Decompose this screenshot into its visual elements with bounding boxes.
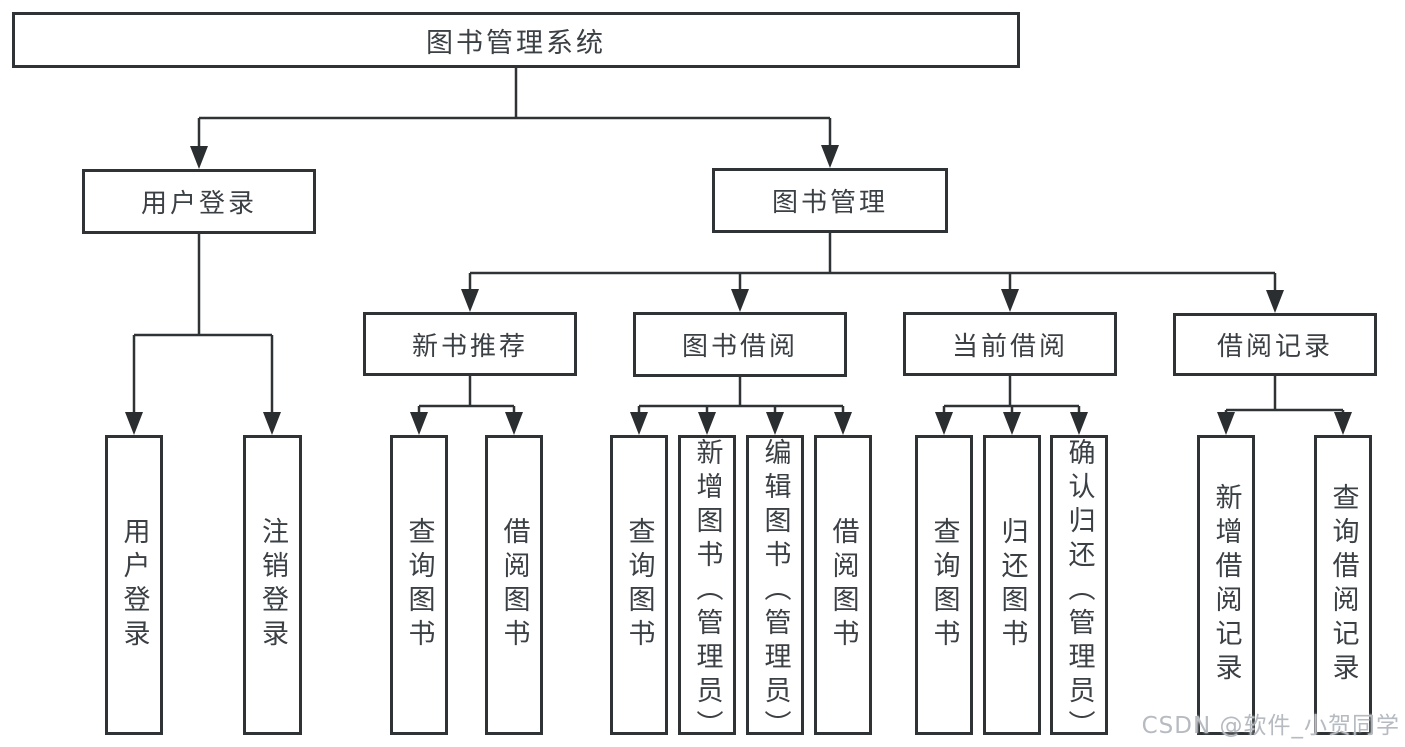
node-label: 查询借阅记录 [1327, 483, 1359, 687]
node-book-management: 图书管理 [712, 168, 948, 233]
leaf-query-borrow-record: 查询借阅记录 [1314, 435, 1372, 735]
node-label: 归还图书 [996, 517, 1028, 653]
leaf-borrow-books-recommend: 借阅图书 [485, 435, 543, 735]
node-label: 新书推荐 [411, 331, 528, 362]
node-label: 新增借阅记录 [1210, 483, 1242, 687]
node-new-book-recommendation: 新书推荐 [363, 312, 577, 376]
leaf-add-borrow-record: 新增借阅记录 [1197, 435, 1255, 735]
leaf-user-login: 用户登录 [105, 435, 163, 735]
node-label: 图书管理系统 [426, 27, 606, 59]
node-label: 借阅图书 [498, 517, 530, 653]
leaf-borrow-books-borrowing: 借阅图书 [814, 435, 872, 735]
leaf-query-books-recommend: 查询图书 [390, 435, 448, 735]
connector-lines [132, 68, 1345, 416]
leaf-logout: 注销登录 [243, 435, 302, 735]
leaf-query-books-current: 查询图书 [915, 435, 973, 735]
node-borrowing-records: 借阅记录 [1173, 313, 1377, 376]
node-current-borrowing: 当前借阅 [903, 312, 1117, 376]
node-label: 注销登录 [257, 517, 288, 653]
node-label: 查询图书 [403, 517, 435, 653]
leaf-add-book-admin: 新增图书（管理员） [678, 435, 736, 744]
node-label: 当前借阅 [951, 331, 1068, 362]
leaf-confirm-return-admin: 确认归还（管理员） [1050, 435, 1108, 744]
node-library-management-system: 图书管理系统 [12, 12, 1020, 68]
leaf-query-books-borrowing: 查询图书 [610, 435, 668, 735]
node-label: 用户登录 [118, 517, 150, 653]
node-label: 确认归还（管理员） [1063, 438, 1095, 744]
node-book-borrowing: 图书借阅 [633, 312, 847, 377]
node-label: 图书管理 [771, 188, 888, 218]
node-label: 查询图书 [928, 517, 960, 653]
leaf-return-book: 归还图书 [983, 435, 1041, 735]
node-user-login-module: 用户登录 [82, 169, 316, 234]
node-label: 用户登录 [140, 189, 257, 219]
arrowhead-icons [125, 145, 1352, 435]
node-label: 借阅记录 [1216, 332, 1333, 362]
node-label: 查询图书 [623, 517, 655, 653]
leaf-edit-book-admin: 编辑图书（管理员） [746, 435, 804, 744]
csdn-watermark: CSDN @软件_小贺同学 [1141, 713, 1400, 739]
node-label: 新增图书（管理员） [691, 438, 723, 744]
node-label: 借阅图书 [827, 517, 859, 653]
node-label: 图书借阅 [681, 332, 798, 362]
node-label: 编辑图书（管理员） [759, 438, 791, 744]
